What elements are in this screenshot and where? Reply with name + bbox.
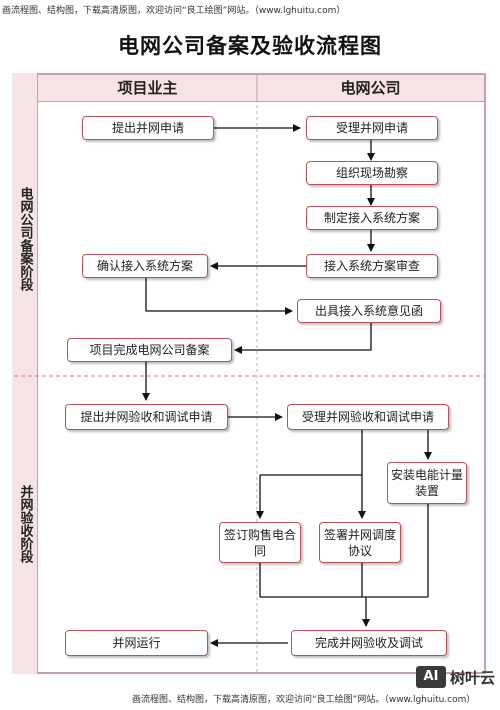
diagram-title: 电网公司备案及验收流程图 — [118, 34, 382, 58]
node-grid-accept: 受理并网申请 — [306, 116, 438, 140]
ai-logo-icon: AI — [416, 666, 446, 688]
top-watermark-banner: 画流程图、结构图，下载高清原图，欢迎访问“良工绘图”网站。（www.lghuit… — [2, 6, 346, 16]
node-sign-contract: 签订购售电合同 — [219, 522, 301, 563]
node-sign-dispatch: 签署并网调度协议 — [319, 522, 401, 563]
lane-header-grid: 电网公司 — [257, 75, 484, 102]
logo-text: 树叶云 — [450, 669, 496, 687]
node-grid-plan: 制定接入系统方案 — [306, 206, 438, 230]
phase-label-acceptance: 并网验收阶段 — [17, 485, 33, 563]
node-grid-review: 接入系统方案审查 — [306, 254, 438, 278]
node-owner-acceptance-apply: 提出并网验收和调试申请 — [65, 404, 228, 430]
node-grid-opinion: 出具接入系统意见函 — [297, 299, 441, 323]
phase-label-filing: 电网公司备案阶段 — [17, 187, 33, 291]
bottom-watermark-banner: 画流程图、结构图，下载高清原图，欢迎访问“良工绘图”网站。（www.lghuit… — [132, 695, 476, 705]
node-owner-apply: 提出并网申请 — [82, 116, 214, 140]
node-grid-meter: 安装电能计量装置 — [387, 462, 467, 504]
node-owner-confirm: 确认接入系统方案 — [82, 254, 208, 278]
site-logo: AI 树叶云 — [416, 663, 496, 703]
phase-label-bar — [12, 73, 38, 674]
node-grid-complete: 完成并网验收及调试 — [291, 630, 447, 656]
node-owner-run: 并网运行 — [65, 630, 208, 656]
node-grid-survey: 组织现场勘察 — [306, 161, 438, 185]
node-owner-filed: 项目完成电网公司备案 — [67, 338, 232, 362]
lane-header-owner: 项目业主 — [38, 75, 257, 102]
node-grid-acceptance-accept: 受理并网验收和调试申请 — [287, 404, 449, 430]
